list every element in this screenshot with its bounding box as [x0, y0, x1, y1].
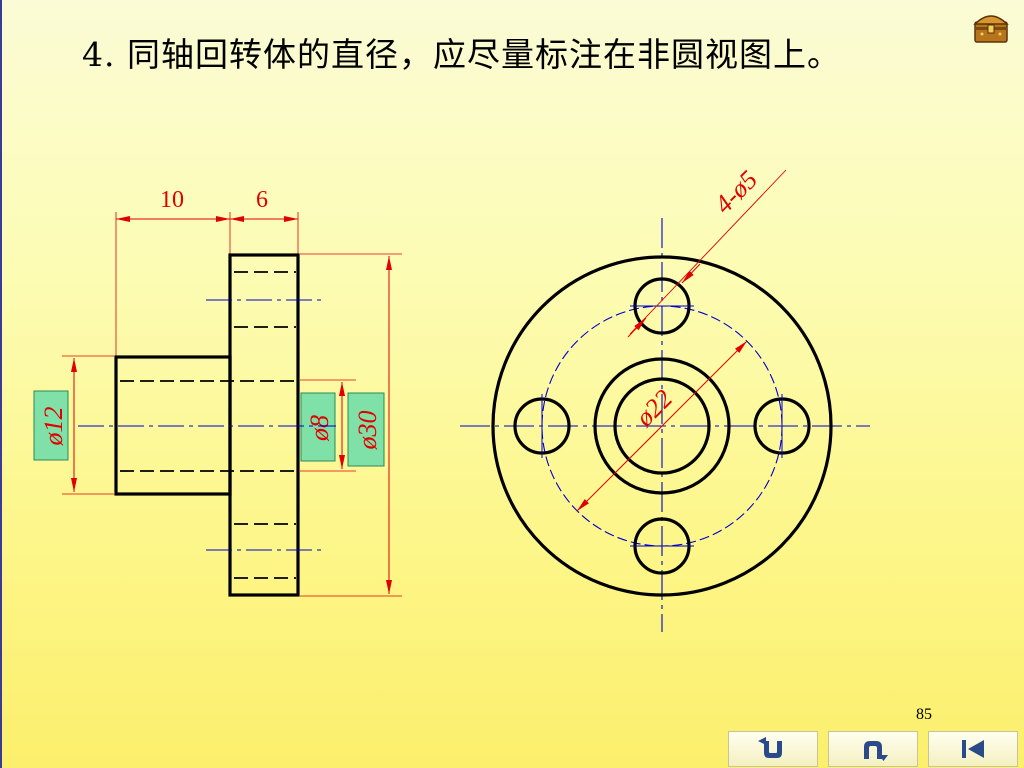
- slide-left-border: [0, 0, 2, 768]
- dim-holes-leader: [629, 169, 787, 335]
- page-number: 85: [916, 706, 932, 723]
- dim-bore-diameter-box: [300, 392, 336, 462]
- side-view-hidden-lines: [120, 271, 296, 579]
- return-icon: [758, 737, 782, 758]
- dim-pitch-circle-line: [576, 340, 748, 512]
- dim-bore-diameter-label: ø8: [305, 415, 334, 442]
- back-button[interactable]: [828, 731, 918, 767]
- dim-hub-diameter-box: [33, 390, 69, 461]
- dim-holes-label: 4-ø5: [709, 165, 763, 219]
- first-page-icon: [962, 740, 984, 758]
- side-view-outline: [114, 253, 300, 597]
- back-icon: [864, 741, 888, 761]
- dim-hub-length-label: 10: [160, 187, 184, 213]
- slide-title: 4. 同轴回转体的直径，应尽量标注在非圆视图上。: [82, 35, 841, 74]
- dim-flange-diameter-box: [347, 392, 385, 467]
- dim-pitch-circle-label: ø22: [629, 384, 678, 433]
- side-view: 10 6 ø12 ø8 ø30: [33, 187, 402, 597]
- dim-flange-diameter-label: ø30: [353, 411, 382, 451]
- dim-hub-diameter-label: ø12: [39, 407, 68, 447]
- side-view-centerlines: [78, 299, 336, 551]
- chest-icon[interactable]: [972, 10, 1010, 44]
- first-page-button[interactable]: [928, 731, 1018, 767]
- dim-flange-thickness-label: 6: [256, 187, 268, 213]
- return-button[interactable]: [728, 731, 818, 767]
- front-view: ø22 4-ø5: [460, 165, 870, 632]
